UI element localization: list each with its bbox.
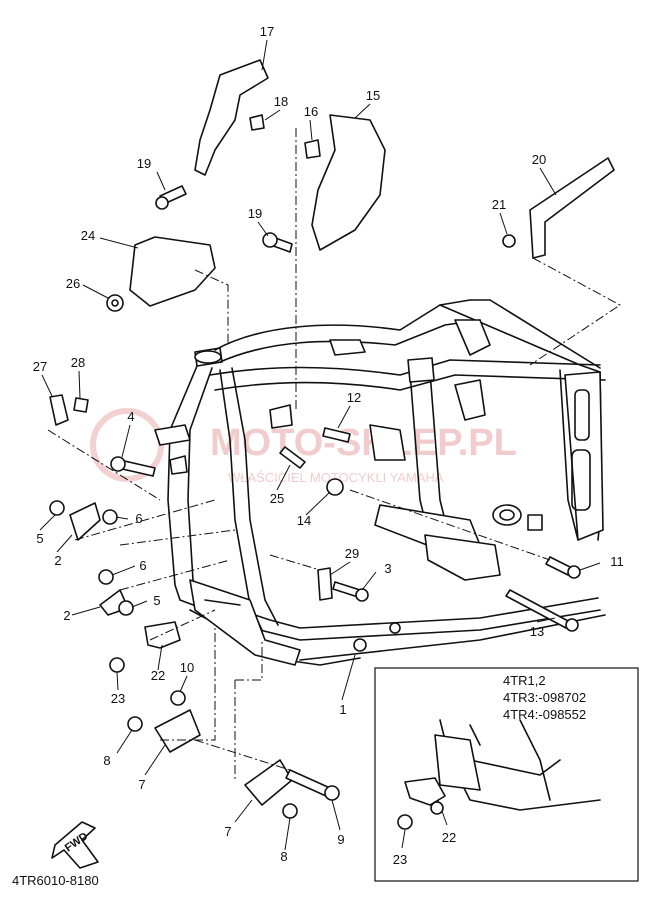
part-5a [49,500,65,516]
part-27 [49,394,69,426]
part-14 [326,478,344,496]
part-18 [249,114,265,131]
watermark: MOTO-SKLEP.PL WŁAŚCICIEL MOTOCYKLI YAMAH… [90,408,517,485]
callout-29: 29 [345,546,359,561]
callout-24: 24 [81,228,95,243]
callout-16: 16 [304,104,318,119]
part-29 [317,567,333,601]
callout-21: 21 [492,197,506,212]
part-2a [69,502,101,541]
part-28 [73,397,89,413]
callout-3: 3 [384,561,391,576]
callout-6b: 6 [139,558,146,573]
callout-1: 1 [339,702,346,717]
callout-27: 27 [33,359,47,374]
callout-4: 4 [127,409,134,424]
part-8b [282,803,298,819]
callout-8a: 8 [103,753,110,768]
callout-13: 13 [530,624,544,639]
part-26 [106,294,124,312]
part-9 [285,769,331,797]
part-25 [279,446,306,469]
part-23a [109,657,125,673]
callout-19b: 19 [248,206,262,221]
inset-line-1: 4TR1,2 [503,673,546,688]
frame [154,299,606,666]
callout-8b: 8 [280,849,287,864]
part-17 [194,59,269,176]
part-16 [304,139,321,159]
part-12 [322,427,351,443]
part-13 [505,589,571,629]
inset-line-2: 4TR3:-098702 [503,690,586,705]
diagram-code: 4TR6010-8180 [12,873,99,888]
part-7a [154,709,201,753]
part-5b [118,600,134,616]
callout-19a: 19 [137,156,151,171]
part-8a [127,716,143,732]
callout-7a: 7 [138,777,145,792]
callout-15: 15 [366,88,380,103]
callout-22b: 22 [442,830,456,845]
callout-2b: 2 [63,608,70,623]
callout-11: 11 [610,554,624,569]
callout-23b: 23 [393,852,407,867]
callout-20: 20 [532,152,546,167]
parts [49,59,615,819]
part-22a [144,621,181,649]
part-10 [170,690,186,706]
callout-23a: 23 [111,691,125,706]
callout-14: 14 [297,513,311,528]
inset-line-3: 4TR4:-098552 [503,707,586,722]
part-21 [502,234,516,248]
part-6a [102,509,118,525]
part-15 [311,114,386,251]
callout-6a: 6 [135,511,142,526]
callout-26: 26 [66,276,80,291]
callout-10: 10 [180,660,194,675]
inset-panel: 4TR1,2 4TR3:-098702 4TR4:-098552 [374,667,639,882]
callout-22a: 22 [151,668,165,683]
part-6b [98,569,114,585]
fwd-arrow: FWD [51,821,99,869]
callout-5a: 5 [36,531,43,546]
callout-17: 17 [260,24,274,39]
part-24 [129,236,216,307]
inset-border [374,667,639,882]
part-7b [244,759,293,806]
callout-12: 12 [347,390,361,405]
callout-25: 25 [270,491,284,506]
callout-2a: 2 [54,553,61,568]
callout-18: 18 [274,94,288,109]
callout-9: 9 [337,832,344,847]
watermark-logo: MOTO-SKLEP.PL [210,422,517,464]
callout-7b: 7 [224,824,231,839]
callout-5b: 5 [153,593,160,608]
callout-28: 28 [71,355,85,370]
